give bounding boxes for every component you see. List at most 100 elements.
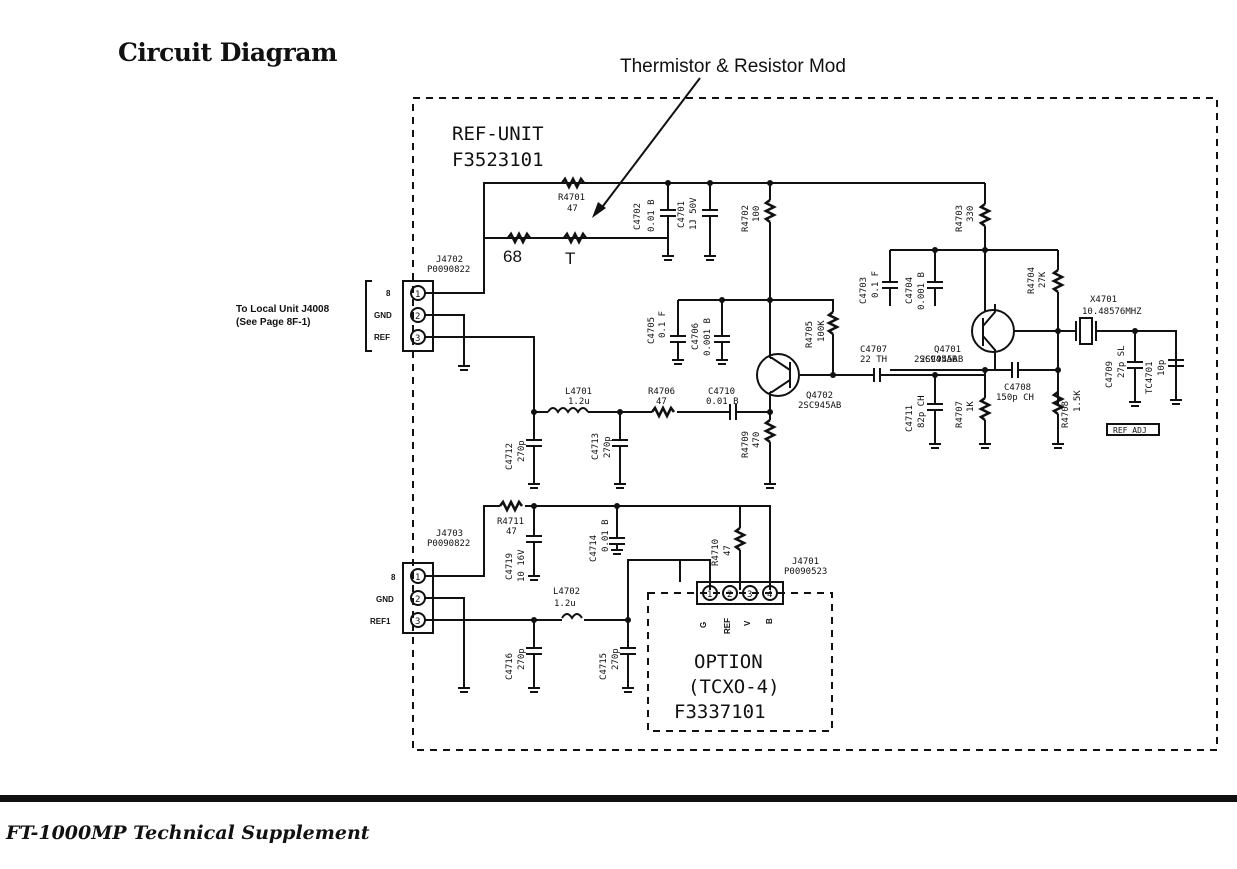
l4702-ref: L4702 <box>553 587 580 597</box>
ground-symbol <box>662 255 674 261</box>
c4714-ref: C4714 <box>589 535 599 562</box>
j4701-pin-num-4: 4 <box>767 590 772 600</box>
c4711-value: 82p CH <box>917 395 927 428</box>
q4701-symbol <box>971 309 1015 353</box>
mod-resistor-value: 68 <box>503 247 522 266</box>
r4708-value: 1.5K <box>1073 390 1083 412</box>
option-pin-label-1: G <box>699 622 708 628</box>
j4703-pin-label-1: 8 <box>391 573 396 582</box>
c4706-ref: C4706 <box>691 323 701 350</box>
footer-rule <box>0 795 1237 802</box>
r4705-symbol <box>826 310 840 336</box>
option-pin-label-2: REF <box>723 618 732 634</box>
ref-adj-label: REF ADJ <box>1113 426 1147 435</box>
j4703-part: P0090822 <box>427 539 470 549</box>
r4701-ref: R4701 <box>558 193 585 203</box>
c4708-symbol <box>995 362 1058 378</box>
ref-unit-part: F3523101 <box>452 149 544 171</box>
q4701-part: 2SC945AB <box>914 355 957 365</box>
option-model: (TCXO-4) <box>688 676 780 698</box>
r4704-value: 27K <box>1038 271 1048 288</box>
wire-ref1-option <box>584 559 711 621</box>
c4705-ref: C4705 <box>647 317 657 344</box>
c4719-symbol <box>526 506 542 581</box>
callout-arrowhead <box>592 202 606 218</box>
c4707-value: 22 TH <box>860 355 887 365</box>
c4705-symbol <box>670 300 686 360</box>
r4701-value: 47 <box>567 204 578 214</box>
ref-unit-label: REF-UNIT <box>452 123 544 145</box>
page-title: Circuit Diagram <box>118 38 337 67</box>
c4701-ref: C4701 <box>677 201 687 228</box>
wire-j4702-gnd <box>425 314 470 371</box>
c4702-value: 0.01 B <box>647 199 657 232</box>
q4702-ref: Q4702 <box>806 391 833 401</box>
q4702-symbol <box>756 353 800 397</box>
j4702-pin-label-2: GND <box>374 311 392 320</box>
wire-j4703-8v <box>425 505 500 577</box>
c4707-ref: C4707 <box>860 345 887 355</box>
c4701-value: 1J 50V <box>689 197 699 230</box>
q4701-leads <box>982 304 1058 362</box>
r4702-ref: R4702 <box>741 205 751 232</box>
c4716-ref: C4716 <box>505 653 515 680</box>
option-part: F3337101 <box>674 701 766 723</box>
j4702-pin-label-1: 8 <box>386 289 391 298</box>
ground-symbol <box>1170 399 1182 405</box>
j4703-pin-label-3: REF1 <box>370 617 391 626</box>
j4703-ref: J4703 <box>436 529 463 539</box>
r4704-symbol <box>1051 268 1065 294</box>
c4708-ref: C4708 <box>1004 383 1031 393</box>
j4702-pin-label-3: REF <box>374 333 390 342</box>
j4702-part: P0090822 <box>427 265 470 275</box>
option-boundary <box>647 592 833 732</box>
to-local-bracket <box>365 280 372 352</box>
c4704-symbol <box>927 250 943 306</box>
mod-thermistor-symbol <box>562 231 588 245</box>
j4701-part: P0090523 <box>784 567 827 577</box>
to-local-page: (See Page 8F-1) <box>236 317 310 328</box>
ref-adj-box <box>1106 423 1160 436</box>
wire-r4705 <box>770 299 834 312</box>
j4703-pin-num-1: 1 <box>415 573 420 583</box>
x4701-value: 10.48576MHZ <box>1082 307 1142 317</box>
c4712-symbol <box>526 412 542 489</box>
j4702-pin-num-3: 3 <box>415 334 420 344</box>
c4709-ref: C4709 <box>1105 361 1115 388</box>
c4707-aux: 2SC945AB <box>920 355 963 365</box>
r4706-ref: R4706 <box>648 387 675 397</box>
c4715-value: 270p <box>611 648 621 670</box>
wire-q4702-base <box>800 334 834 376</box>
l4702-value: 1.2u <box>554 599 576 609</box>
c4711-ref: C4711 <box>905 405 915 432</box>
r4707-symbol <box>978 396 992 422</box>
ground-symbol <box>716 359 728 365</box>
c4719-value: 10 16V <box>517 549 527 582</box>
option-title: OPTION <box>694 651 763 673</box>
c4715-ref: C4715 <box>599 653 609 680</box>
l4701-value: 1.2u <box>568 397 590 407</box>
c4704-ref: C4704 <box>905 277 915 304</box>
j4702-ref: J4702 <box>436 255 463 265</box>
callout-arrow <box>599 77 701 211</box>
wire-option-supply <box>525 505 771 590</box>
l4701-symbol <box>547 407 589 414</box>
c4705-value: 0.1 F <box>658 311 668 338</box>
r4709-ref: R4709 <box>741 431 751 458</box>
c4703-value: 0.1 F <box>871 271 881 298</box>
wire-tc4701 <box>1135 330 1177 400</box>
c4716-value: 270p <box>517 648 527 670</box>
node <box>1055 367 1061 373</box>
c4713-ref: C4713 <box>591 433 601 460</box>
r4710-symbol <box>733 526 747 552</box>
c4709-symbol <box>1127 331 1143 402</box>
r4707-ground <box>979 420 991 449</box>
l4702-symbol <box>561 613 583 620</box>
j4702-pin-num-2: 2 <box>415 312 420 322</box>
c4702-symbol <box>660 183 676 256</box>
r4705-ref: R4705 <box>805 321 815 348</box>
r4706-symbol <box>650 405 676 419</box>
j4701-ref: J4701 <box>792 557 819 567</box>
c4703-ref: C4703 <box>859 277 869 304</box>
